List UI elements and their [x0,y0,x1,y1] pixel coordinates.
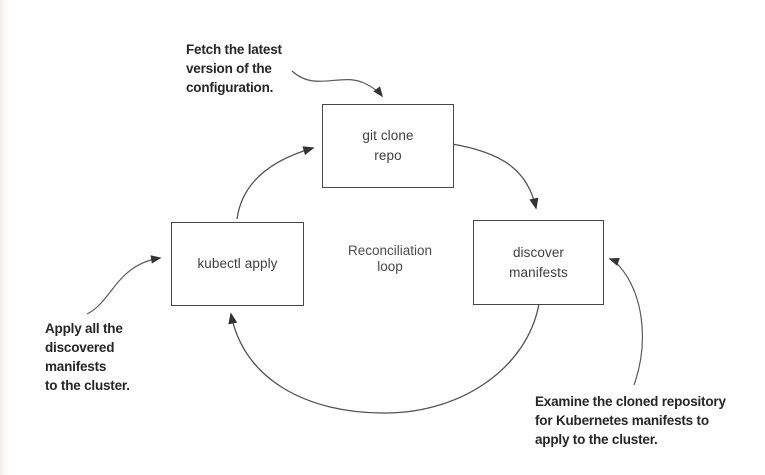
node-discover-manifests: discover manifests [473,220,604,305]
node-kubectl-apply-label: kubectl apply [197,256,278,272]
loop-arrow-kubectl-to-gitclone [236,146,315,220]
examine-annotation-arrow [608,257,643,386]
annotation-apply-line1: Apply all the [45,321,123,336]
reconciliation-loop-label-line1: Reconciliation [347,243,433,258]
loop-arrow-discover-to-kubectl [228,303,540,414]
reconciliation-loop-label-line2: loop [377,259,403,275]
node-git-clone-label-line2: repo [374,148,402,163]
annotation-apply-line2: discovered [45,340,115,355]
annotation-apply-line3: manifests [45,359,107,374]
node-discover-label-line2: manifests [509,264,568,280]
annotation-fetch-latest: Fetch the latest version of the configur… [186,40,282,97]
annotation-examine-line3: apply to the cluster. [535,432,658,447]
annotation-apply-line4: to the cluster. [45,378,130,393]
fetch-annotation-arrow [291,70,383,98]
annotation-fetch-line2: version of the [186,61,272,76]
annotation-fetch-line3: configuration. [186,80,274,95]
loop-arrow-gitclone-to-discover [451,143,539,210]
annotation-examine-line2: for Kubernetes manifests to [535,413,709,428]
annotation-fetch-line1: Fetch the latest [186,42,282,57]
node-kubectl-apply: kubectl apply [171,222,304,306]
annotation-examine-line1: Examine the cloned repository [535,394,726,409]
annotation-apply-manifests: Apply all the discovered manifests to th… [45,319,130,395]
node-discover-label-line1: discover [512,244,565,260]
page-left-edge-shade [0,0,10,475]
node-git-clone-repo: git clone repo [322,104,454,188]
annotation-examine-repository: Examine the cloned repository for Kubern… [535,392,726,449]
reconciliation-loop-label: Reconciliation loop [330,243,450,275]
node-git-clone-label-line1: git clone [362,128,414,144]
apply-annotation-arrow [86,255,162,315]
